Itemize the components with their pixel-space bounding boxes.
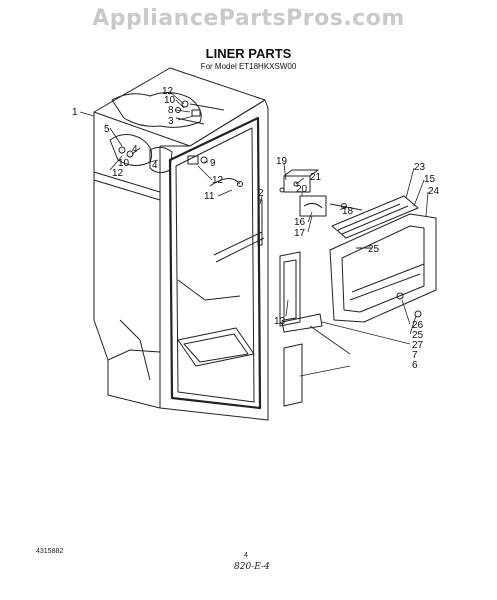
callout-16: 16 [294,217,306,228]
callout-19: 19 [276,156,288,167]
callout-9: 9 [210,158,216,169]
diagram-title: LINER PARTS [205,46,292,61]
callout-11: 11 [204,191,215,202]
callout-8: 8 [168,105,174,116]
callout-1: 1 [72,107,78,118]
callout-12: 12 [162,86,174,97]
handwritten-note: 820-E-4 [234,562,270,572]
callout-5: 5 [104,124,110,135]
callout-12b: 12 [112,168,124,179]
callout-10b: 10 [118,158,130,169]
callout-15: 15 [424,174,436,185]
callout-17: 17 [294,228,306,239]
callout-25: 25 [368,244,380,255]
callout-24: 24 [428,186,440,197]
callout-2: 2 [258,188,264,199]
leader-lines [79,91,429,377]
callout-21: 21 [310,172,322,183]
callout-23: 23 [414,162,426,173]
liner-body [93,67,269,421]
callout-12c: 12 [212,175,224,186]
callout-20: 20 [296,184,308,195]
callout-18: 18 [342,206,354,217]
page-number: 4 [244,552,248,559]
callout-25b: 25 [412,330,424,341]
diagram-subtitle: For Model ET18HKXSW00 [200,62,297,71]
callout-6: 6 [412,360,418,371]
callout-26: 26 [412,320,424,331]
callout-27: 27 [412,340,424,351]
callout-4b: 4 [152,160,158,171]
damper-control-cluster [279,169,363,217]
thermostat-parts [187,155,243,187]
document-number: 4315882 [36,548,64,555]
callout-7: 7 [412,350,418,361]
callout-10: 10 [164,95,176,106]
callout-labels: 1 12 10 8 3 5 4 10 12 4 9 12 11 2 19 21 … [72,86,440,371]
center-tube [213,199,265,263]
crisper-cover-assembly [329,195,437,323]
watermark: AppliancePartsPros.com [92,6,405,31]
callout-13: 13 [274,316,286,327]
callout-4: 4 [132,144,138,155]
back-panel-plates [279,251,323,407]
callout-3: 3 [168,116,174,127]
